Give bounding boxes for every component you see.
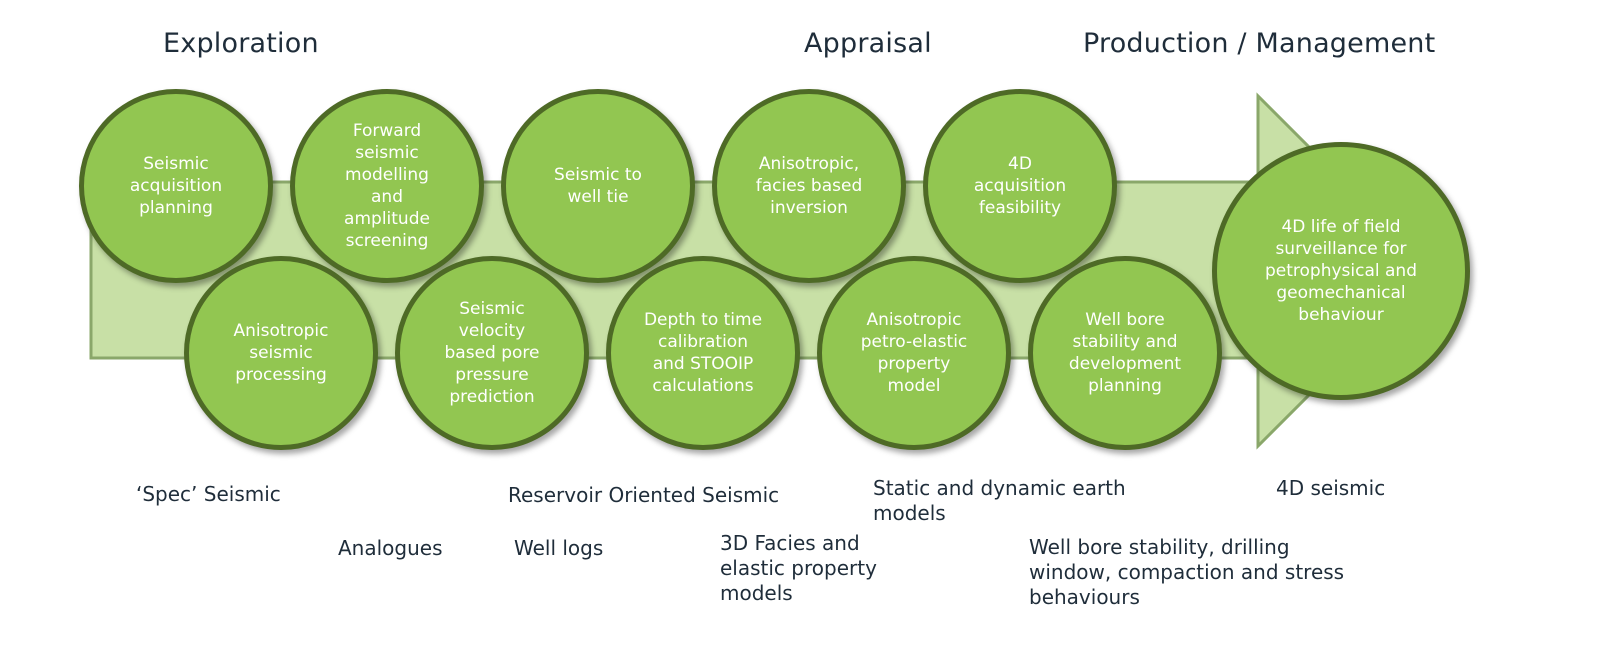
phase-exploration: Exploration [163,28,319,59]
note-4d-seismic: 4D seismic [1276,476,1386,500]
note-well-bore-stress: Well bore stability, drilling window, co… [1029,535,1345,609]
circle-pore-pressure: Seismic velocity based pore pressure pre… [395,256,589,450]
circle-4d-acquisition-feasibility: 4D acquisition feasibility [923,89,1117,283]
note-well-logs: Well logs [514,536,604,560]
note-spec-seismic: ‘Spec’ Seismic [136,482,281,506]
phase-production: Production / Management [1083,28,1436,59]
circle-well-bore-planning: Well bore stability and development plan… [1028,256,1222,450]
circle-label: Well bore stability and development plan… [1068,310,1182,396]
circle-label: Forward seismic modelling and amplitude … [344,121,430,251]
circle-label: Seismic acquisition planning [129,154,223,218]
note-analogues: Analogues [338,536,443,560]
circle-label: Seismic velocity based pore pressure pre… [444,299,540,407]
note-earth-models: Static and dynamic earth models [873,476,1126,525]
circle-label: Anisotropic seismic processing [233,321,329,385]
circle-label: 4D acquisition feasibility [973,154,1067,218]
note-reservoir-oriented: Reservoir Oriented Seismic [508,483,780,507]
circle-anisotropic-processing: Anisotropic seismic processing [184,256,378,450]
circle-seismic-acquisition-planning: Seismic acquisition planning [79,89,273,283]
circle-label: Seismic to well tie [554,165,642,207]
note-facies-models: 3D Facies and elastic property models [720,531,877,605]
circle-seismic-to-well-tie: Seismic to well tie [501,89,695,283]
circle-petro-elastic: Anisotropic petro-elastic property model [817,256,1011,450]
circle-label: Depth to time calibration and STOOIP cal… [643,310,763,396]
circle-label: 4D life of field surveillance for petrop… [1264,217,1417,325]
circle-life-of-field: 4D life of field surveillance for petrop… [1212,142,1470,400]
circle-depth-to-time: Depth to time calibration and STOOIP cal… [606,256,800,450]
phase-appraisal: Appraisal [804,28,932,59]
circle-facies-inversion: Anisotropic, facies based inversion [712,89,906,283]
circle-label: Anisotropic petro-elastic property model [860,310,968,396]
circle-forward-modelling: Forward seismic modelling and amplitude … [290,89,484,283]
circle-label: Anisotropic, facies based inversion [755,154,863,218]
